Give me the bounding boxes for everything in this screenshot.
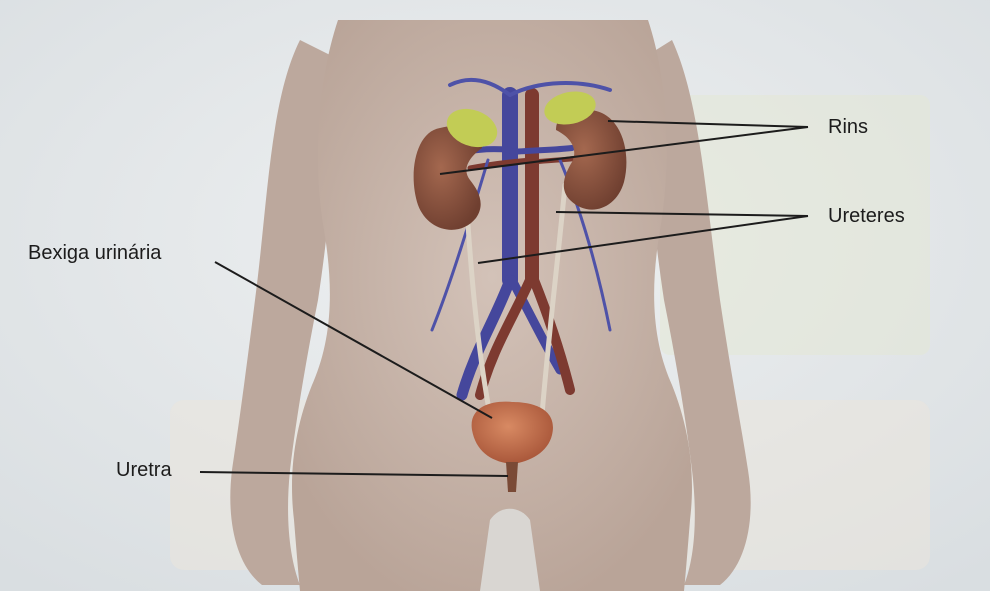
torso [292, 20, 692, 591]
renal-vein-right [512, 148, 572, 152]
label-rins: Rins [828, 116, 868, 138]
label-ureteres: Ureteres [828, 205, 905, 227]
urethra [506, 462, 518, 492]
label-uretra: Uretra [116, 459, 172, 481]
label-bexiga-urinaria: Bexiga urinária [28, 242, 161, 264]
